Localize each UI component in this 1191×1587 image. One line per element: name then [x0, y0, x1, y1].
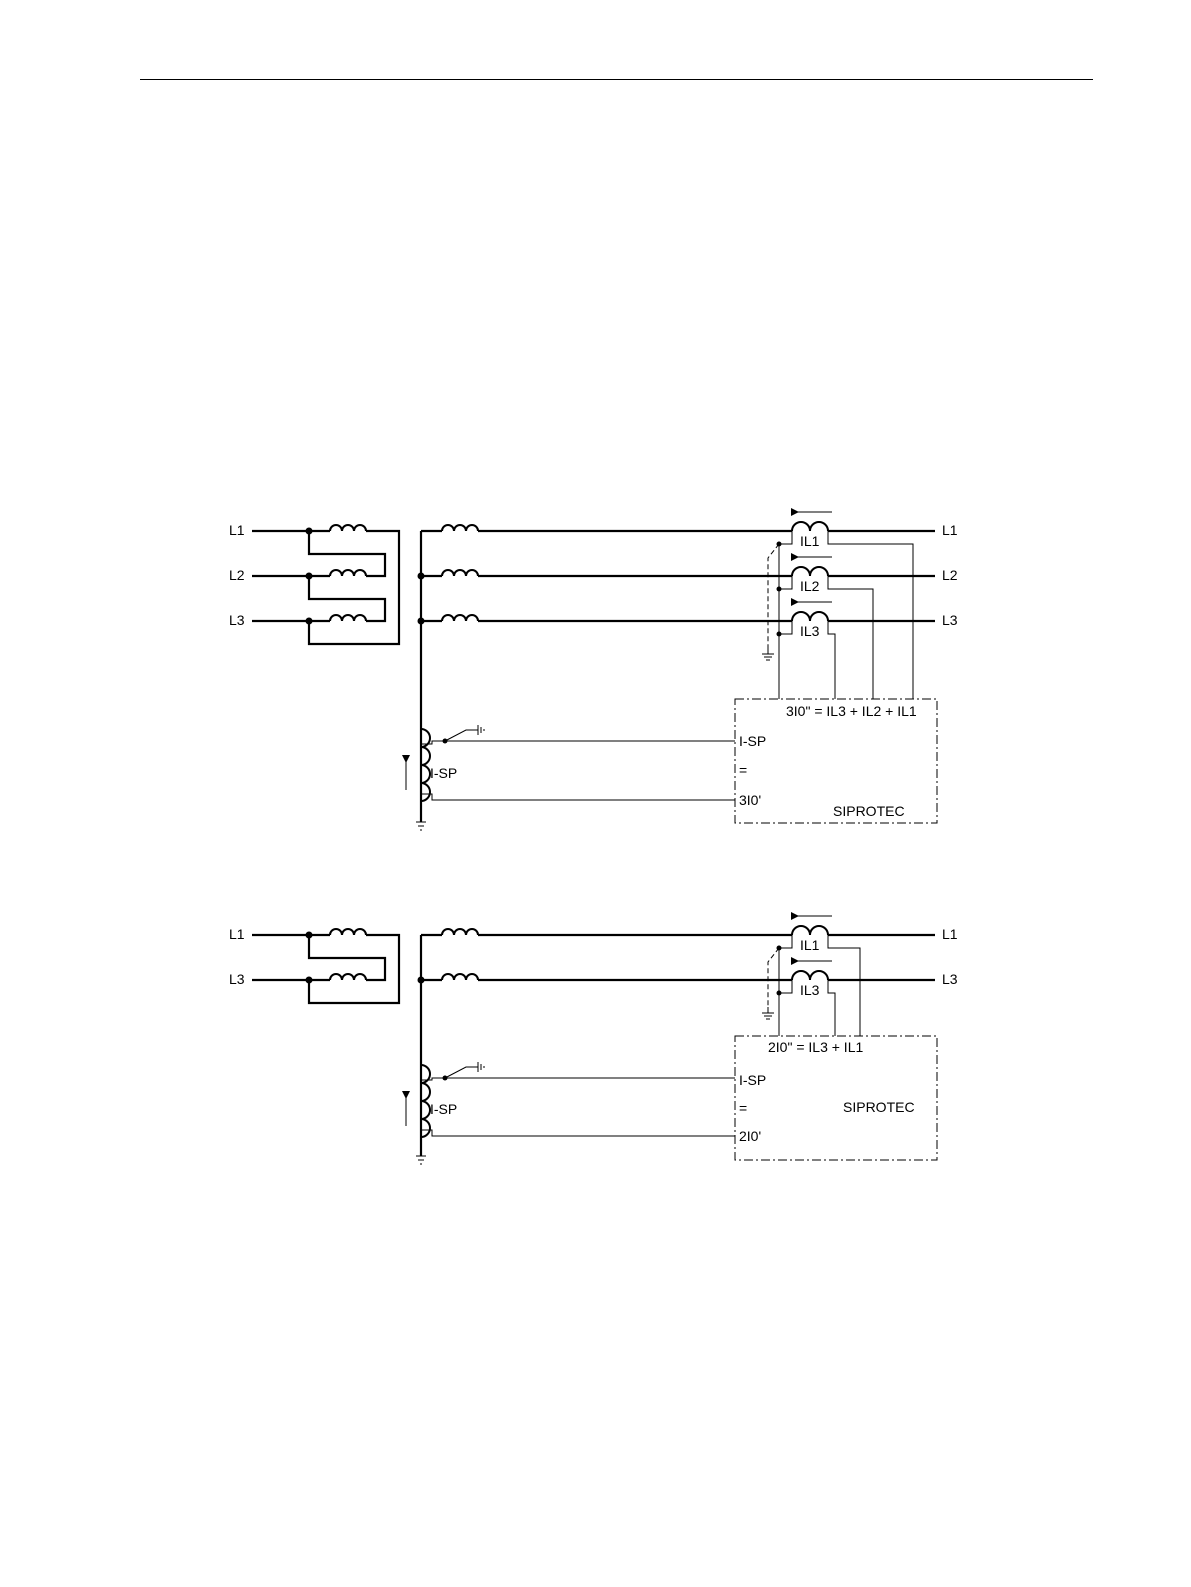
line-label-right-l3: L3 — [942, 971, 958, 987]
terminal-3i0: 3I0' — [739, 792, 761, 808]
line-label-left-l2: L2 — [229, 567, 245, 583]
ct-label-il2: IL2 — [800, 578, 820, 594]
generator-windings — [252, 525, 399, 644]
line-label-right-l3: L3 — [942, 612, 958, 628]
ct-label-isp: I-SP — [430, 1101, 457, 1117]
line-label-right-l1: L1 — [942, 926, 958, 942]
line-label-left-l3: L3 — [229, 971, 245, 987]
header-rule — [140, 79, 1093, 80]
ct-label-il3: IL3 — [800, 623, 820, 639]
ct-label-il1: IL1 — [800, 937, 820, 953]
terminal-equals: = — [739, 1100, 747, 1116]
terminal-equals: = — [739, 762, 747, 778]
current-transformers — [762, 512, 913, 699]
line-label-left-l1: L1 — [229, 926, 245, 942]
generator-windings — [252, 929, 399, 1003]
ct-label-il3: IL3 — [800, 982, 820, 998]
line-label-right-l1: L1 — [942, 522, 958, 538]
wiring-diagram-two-phase: L1 L3 L1 L3 — [0, 904, 1191, 1174]
line-label-left-l3: L3 — [229, 612, 245, 628]
line-label-left-l1: L1 — [229, 522, 245, 538]
ct-label-il1: IL1 — [800, 533, 820, 549]
terminal-isp: I-SP — [739, 733, 766, 749]
device-label: SIPROTEC — [843, 1099, 915, 1115]
formula-label: 3I0" = IL3 + IL2 + IL1 — [786, 703, 917, 719]
formula-label: 2I0" = IL3 + IL1 — [768, 1039, 863, 1055]
phase-conductors — [478, 935, 935, 980]
ct-label-isp: I-SP — [430, 765, 457, 781]
device-label: SIPROTEC — [833, 803, 905, 819]
terminal-2i0: 2I0' — [739, 1128, 761, 1144]
wiring-diagram-three-phase: L1 L2 L3 L1 L2 L — [0, 500, 1191, 845]
line-label-right-l2: L2 — [942, 567, 958, 583]
terminal-isp: I-SP — [739, 1072, 766, 1088]
